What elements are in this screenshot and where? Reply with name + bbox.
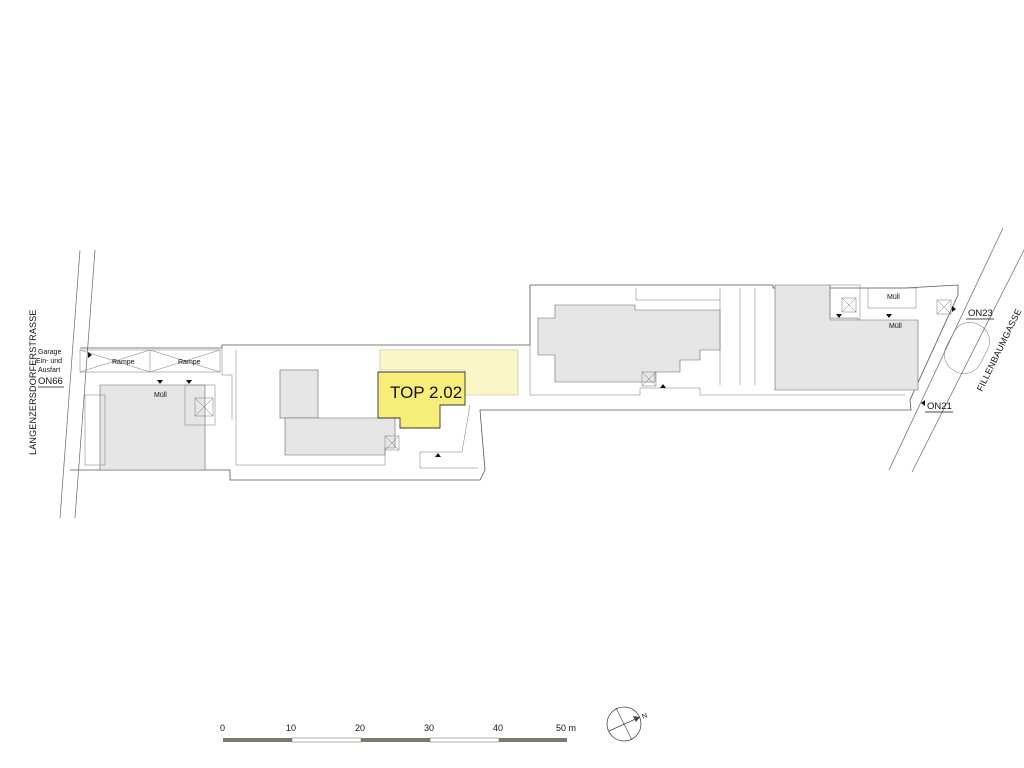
scale-bar: 0 10 20 30 40 50 m — [220, 723, 576, 743]
street-label-west: LANGENZERSDORFERSTRASSE — [28, 309, 38, 455]
scale-tick-20: 20 — [355, 723, 365, 733]
street-label-east: FILLENBAUMGASSE — [975, 307, 1024, 393]
svg-text:Ein- und: Ein- und — [36, 358, 62, 365]
scale-tick-0: 0 — [220, 723, 225, 733]
waste-room-west: Müll — [154, 392, 167, 399]
street-west — [59, 249, 96, 519]
building-center — [279, 369, 396, 456]
scale-tick-40: 40 — [493, 723, 503, 733]
entrance-on21[interactable]: ON21 — [925, 401, 953, 413]
stair-symbols — [194, 297, 952, 451]
site-outline — [70, 284, 959, 481]
entrance-markers — [88, 306, 956, 457]
svg-text:ON21: ON21 — [927, 401, 952, 412]
building-west — [84, 384, 216, 471]
waste-room-east-2: Müll — [889, 323, 902, 330]
scale-tick-50: 50 m — [556, 723, 576, 733]
svg-text:Ausfart: Ausfart — [38, 367, 60, 374]
unit-floor-area — [377, 371, 466, 429]
svg-text:Garage: Garage — [38, 349, 61, 356]
tram-island — [944, 322, 990, 374]
waste-room-east-1: Müll — [887, 294, 900, 301]
ramp-label-2: Rampe — [178, 359, 201, 366]
scale-tick-10: 10 — [286, 723, 296, 733]
svg-text:ON23: ON23 — [968, 308, 993, 319]
unit-top-2-02[interactable]: TOP 2.02 — [377, 349, 519, 429]
north-label: N — [641, 712, 648, 720]
entrance-on66[interactable]: ON66 — [38, 376, 64, 388]
svg-text:ON66: ON66 — [38, 376, 63, 387]
garage-label: Garage Ein- und Ausfart — [36, 349, 62, 374]
scale-tick-30: 30 — [424, 723, 434, 733]
garage-ramps — [79, 349, 221, 373]
north-arrow-icon: N — [606, 706, 649, 742]
building-east-2 — [774, 284, 919, 391]
unit-label: TOP 2.02 — [390, 383, 462, 402]
entrance-on23[interactable]: ON23 — [966, 308, 994, 320]
ramp-label-1: Rampe — [112, 359, 135, 366]
street-east — [888, 227, 1024, 473]
building-east-1 — [537, 304, 721, 383]
